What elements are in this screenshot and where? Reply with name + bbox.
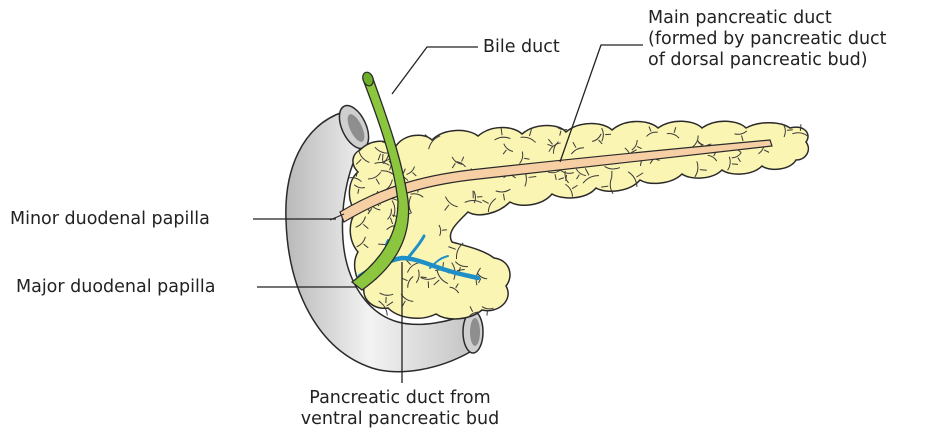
label-ventral-duct-line-2: ventral pancreatic bud (250, 409, 550, 430)
label-minor-duodenal-papilla: Minor duodenal papilla (10, 209, 210, 230)
pancreas (349, 121, 808, 319)
label-bile-duct: Bile duct (483, 37, 560, 58)
label-main-duct-line-1: Main pancreatic duct (648, 8, 928, 29)
label-main-duct-line-2: (formed by pancreatic duct (648, 29, 928, 50)
leader-bile-duct (392, 47, 478, 94)
duodenum-lower-lumen (470, 318, 480, 346)
label-main-duct-line-3: of dorsal pancreatic bud) (648, 50, 928, 71)
label-ventral-pancreatic-duct: Pancreatic duct from ventral pancreatic … (250, 388, 550, 430)
label-major-duodenal-papilla: Major duodenal papilla (16, 277, 215, 298)
label-main-pancreatic-duct: Main pancreatic duct (formed by pancreat… (648, 8, 928, 71)
label-ventral-duct-line-1: Pancreatic duct from (250, 388, 550, 409)
